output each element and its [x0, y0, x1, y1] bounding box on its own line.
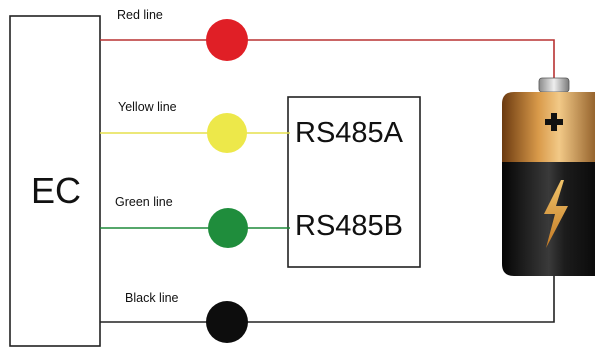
red-line-dot — [206, 19, 248, 61]
ec-box — [9, 15, 101, 347]
battery-copper-top — [502, 92, 595, 162]
lightning-bolt-icon — [544, 180, 568, 248]
black-wire — [100, 275, 555, 323]
yellow-line-dot — [207, 113, 247, 153]
rs485-box — [287, 96, 421, 268]
black-line-dot — [206, 301, 248, 343]
rs485a-label: RS485A — [295, 117, 404, 149]
plus-icon — [545, 113, 563, 131]
green-line-dot — [208, 208, 248, 248]
red-line-label: Red line — [117, 8, 163, 22]
yellow-line-label: Yellow line — [118, 100, 177, 114]
battery-cap — [538, 77, 570, 93]
ec-label: EC — [31, 170, 82, 211]
red-wire — [100, 39, 555, 80]
rs485b-label: RS485B — [295, 210, 404, 242]
green-line-label: Green line — [115, 195, 173, 209]
battery-black-body — [502, 162, 595, 276]
black-line-label: Black line — [125, 291, 179, 305]
battery — [502, 77, 595, 276]
